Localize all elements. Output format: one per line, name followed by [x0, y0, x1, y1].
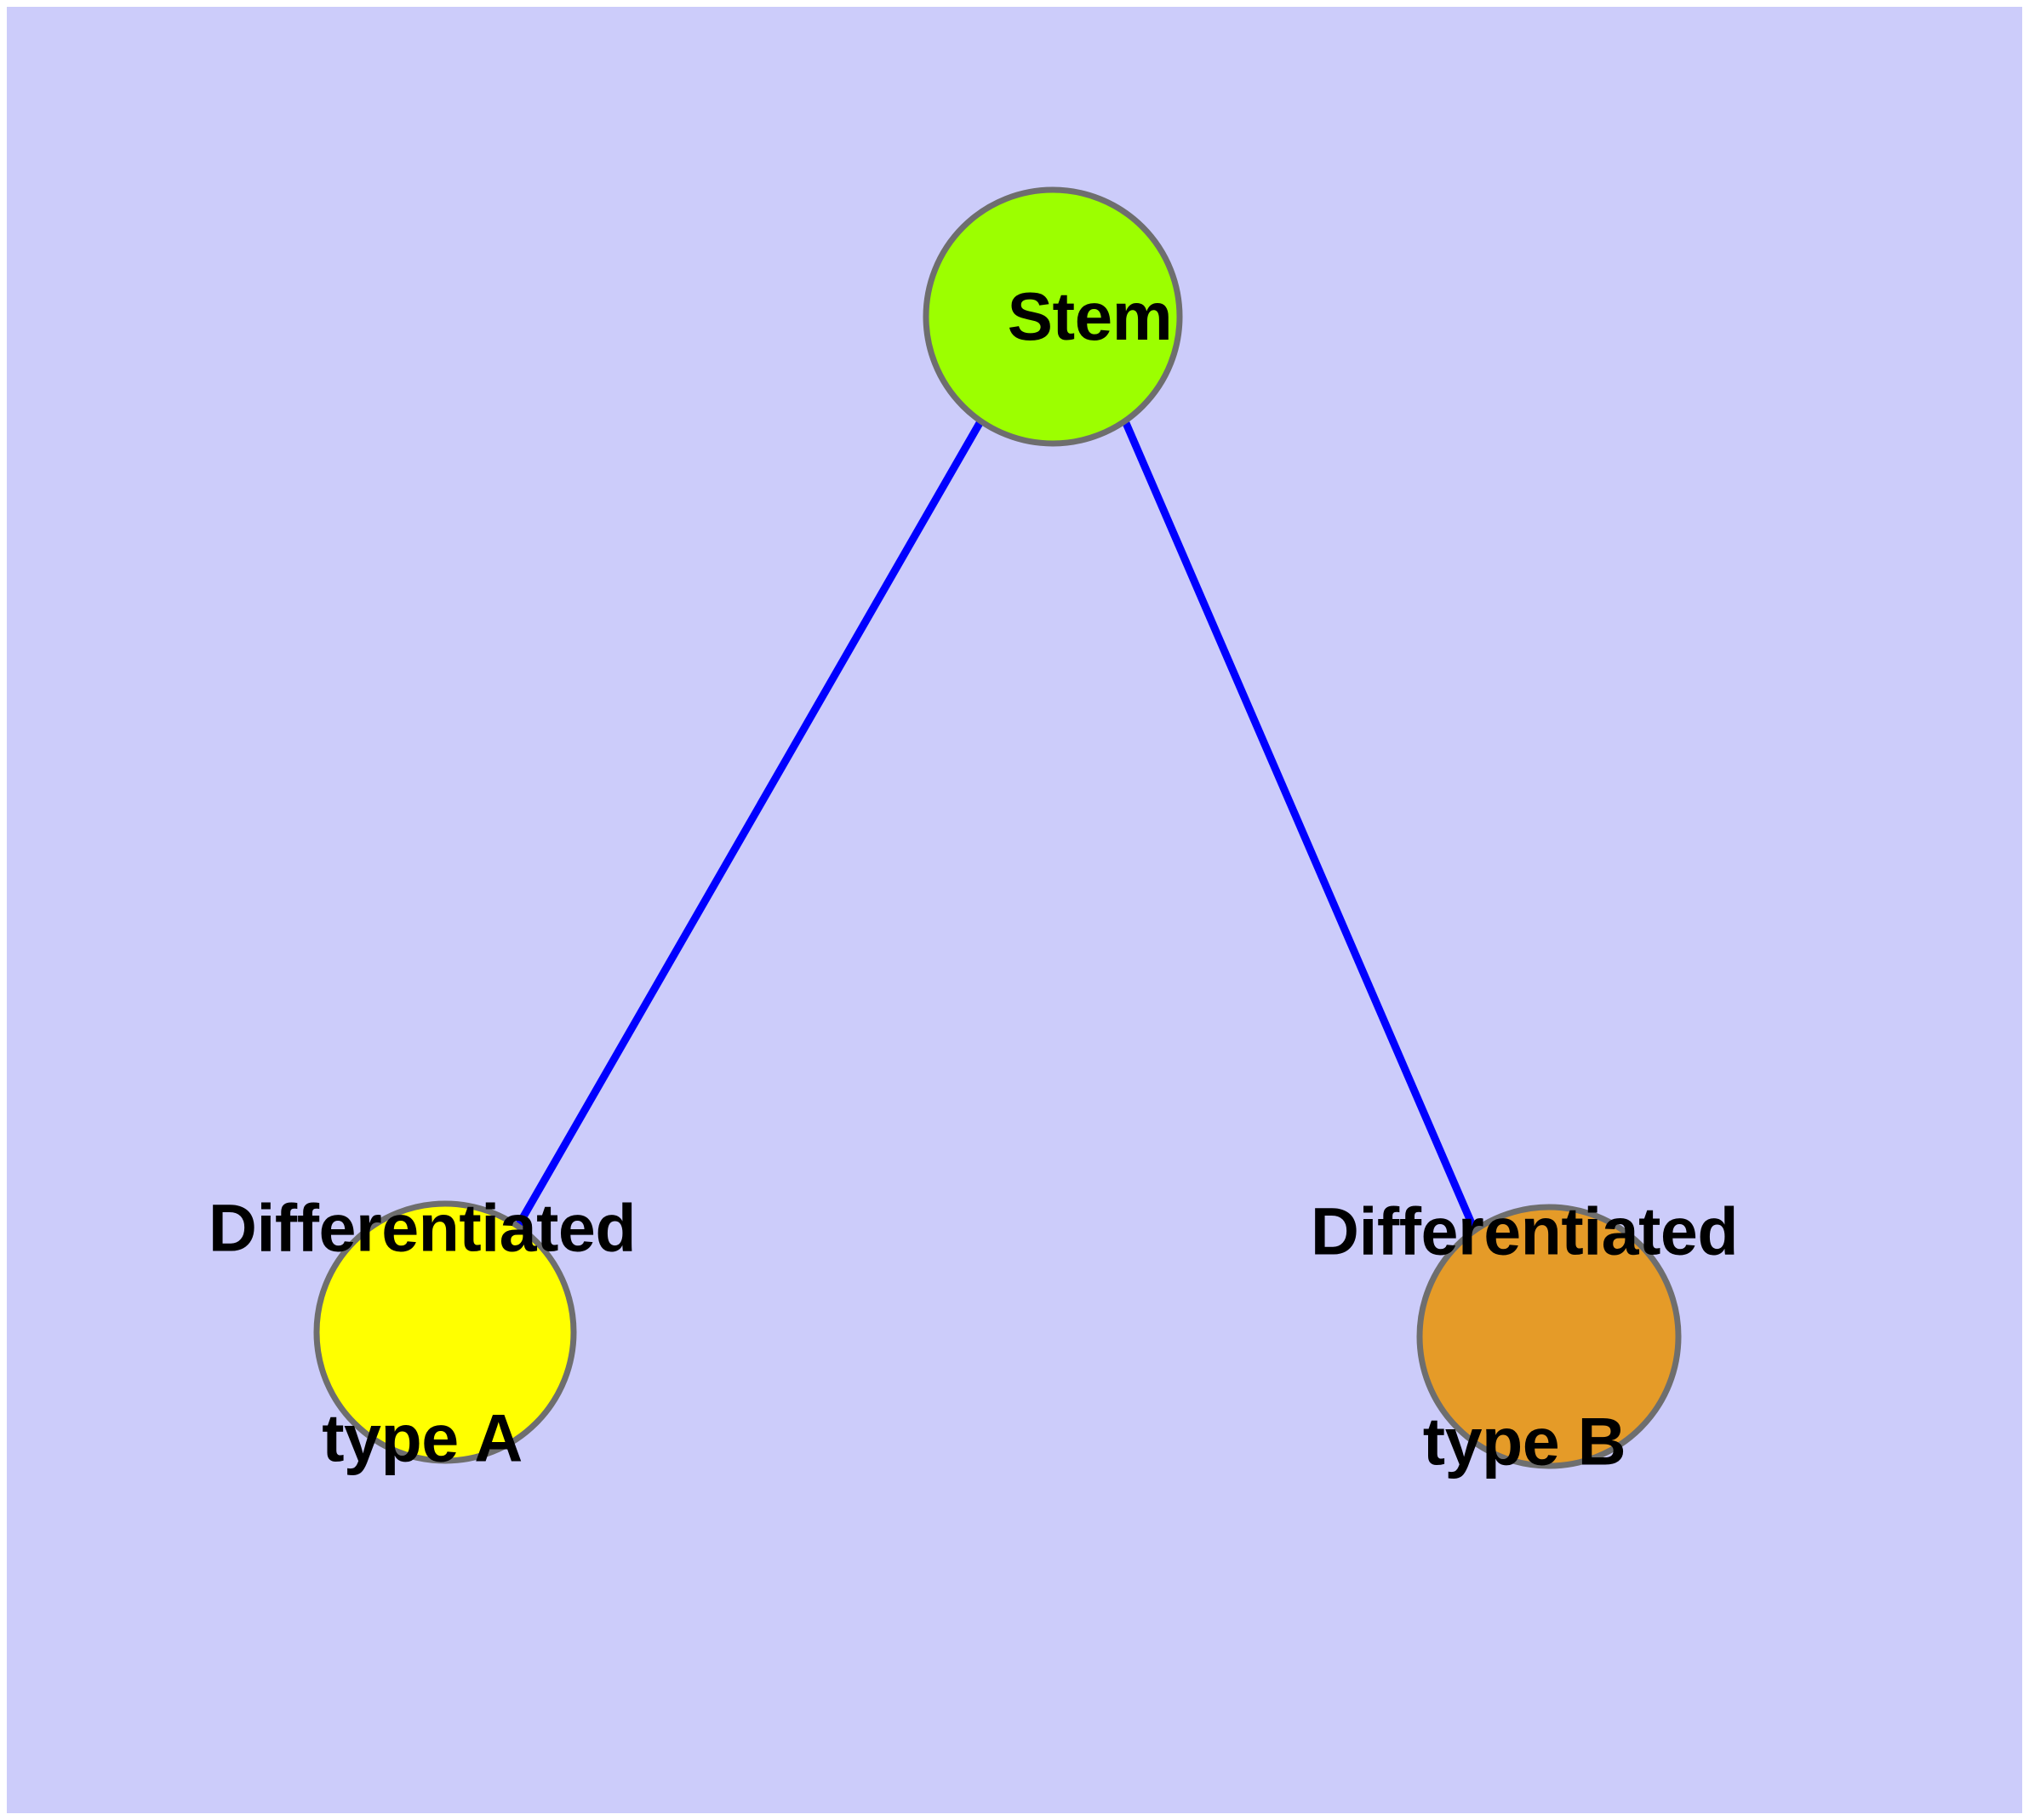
edge-stem-to-differentiated-type-a [516, 421, 983, 1227]
edges-group [516, 421, 1478, 1231]
node-stem[interactable] [923, 186, 1183, 447]
edge-stem-to-differentiated-type-b [1122, 421, 1478, 1231]
node-differentiated-type-b[interactable] [1416, 1204, 1682, 1469]
node-differentiated-type-a[interactable] [313, 1200, 577, 1464]
nodes-group [313, 186, 1682, 1469]
